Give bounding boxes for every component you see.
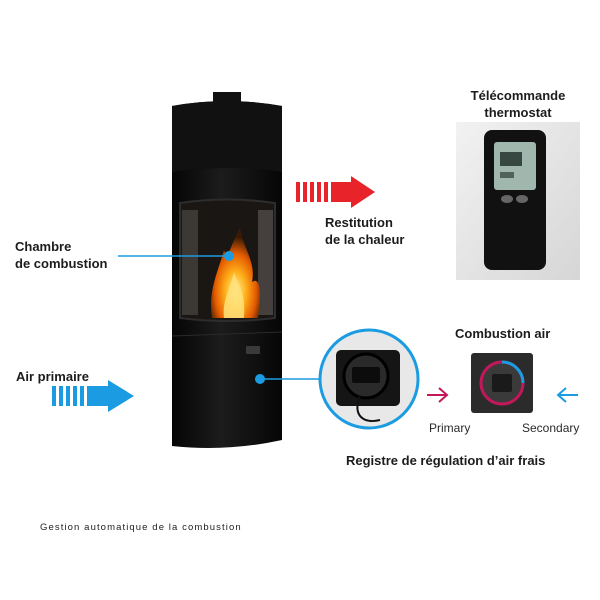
registre-cable [356,395,381,422]
pointer-lines [118,251,322,380]
remote-thermostat [456,122,580,280]
window-left-glass [182,210,198,315]
label-combustion-air: Combustion air [455,326,551,341]
label-primary: Primary [429,421,471,435]
label-restitution-line1: Restitution [325,215,393,230]
remote-button-right [516,195,528,203]
primary-chevron-icon [427,387,449,403]
remote-screen-digits [500,152,522,166]
label-secondary: Secondary [522,421,580,435]
stove [171,92,283,448]
label-registre: Registre de régulation d’air frais [346,453,546,468]
label-gestion: Gestion automatique de la combustion [40,522,242,533]
fire-flames [211,228,260,318]
heat-arrow-icon [296,176,375,208]
registre-flap [352,367,380,383]
secondary-chevron-icon [556,387,578,403]
stove-seam [171,331,283,337]
module-ring-secondary [501,360,525,384]
fire-core [223,272,245,318]
label-chambre-line2: de combustion [15,256,108,271]
module-flap [492,374,512,392]
label-telecommande: Télécommande thermostat [456,87,580,121]
stove-top-band [172,101,282,172]
remote-screen-bar [500,172,514,178]
window-right-glass [258,210,273,315]
label-chambre: Chambre de combustion [15,238,107,272]
chambre-pointer-dot [224,251,234,261]
registre-photo [318,328,420,430]
label-air-primaire: Air primaire [16,369,89,384]
air-arrow-icon [52,380,134,412]
label-restitution-line2: de la chaleur [325,232,405,247]
label-telecommande-line2: thermostat [484,105,552,120]
combustion-air-module [471,353,533,413]
label-restitution: Restitution de la chaleur [325,214,404,248]
label-telecommande-line1: Télécommande [470,88,566,103]
stove-flue [213,92,241,104]
label-chambre-line1: Chambre [15,239,72,254]
remote-button-left [501,195,513,203]
stove-logo [246,346,260,354]
